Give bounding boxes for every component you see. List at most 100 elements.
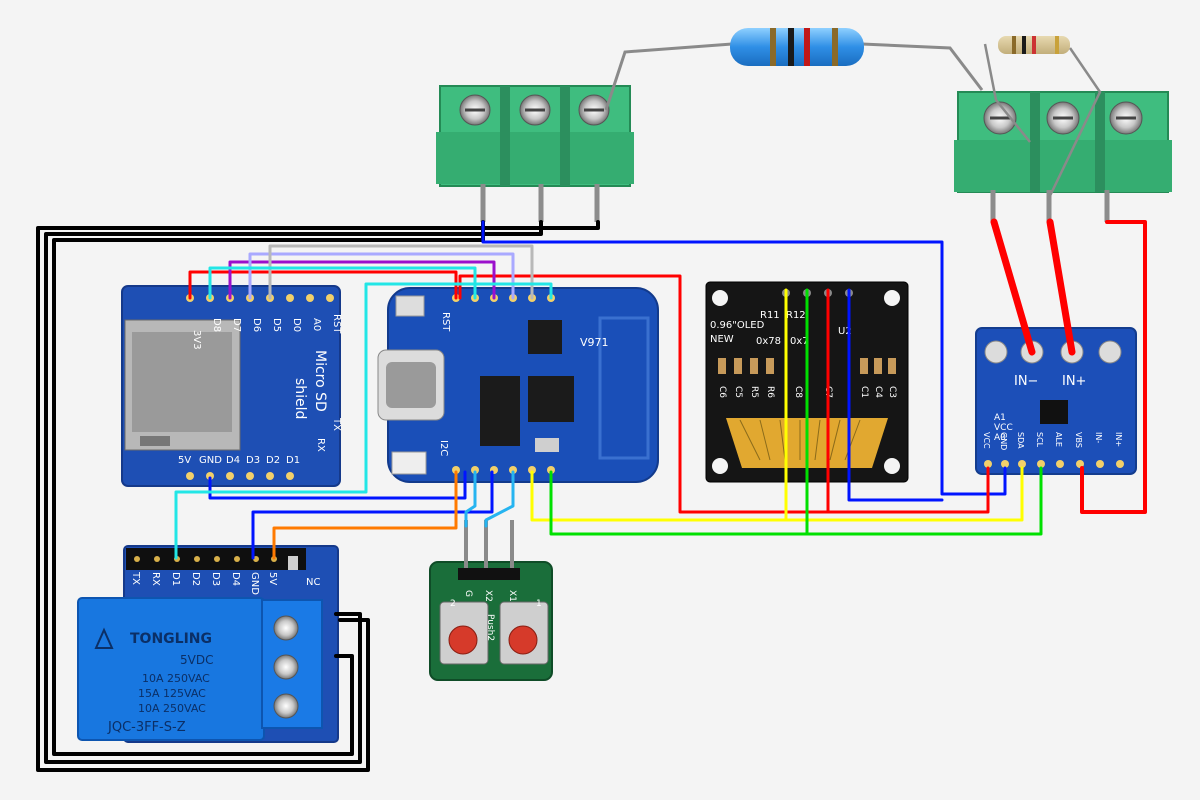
mcu-board: RST I2C V971: [377, 287, 659, 483]
wire-yellow: [530, 466, 1024, 522]
wire-black: [44, 220, 543, 764]
oled-cap-label: R5: [749, 386, 759, 398]
ina-pin-label: VCC: [982, 432, 991, 449]
wire-blue: [208, 470, 467, 500]
terminal-block-left: [436, 85, 634, 222]
relay-cube: TONGLING 5VDC 10A 250VAC 15A 125VAC 10A …: [77, 597, 265, 741]
ina-addr-label: A0: [994, 433, 1006, 443]
wire-blue: [847, 288, 944, 502]
relay-shield-pin-label: D1: [170, 572, 181, 586]
oled-top-label: U2: [838, 326, 852, 337]
terminal-block-right: [954, 91, 1172, 222]
ina-current-module: IN− IN+ A1 VCC A0 VCC GND SDA SCL ALE VB…: [975, 327, 1137, 475]
wire-cyan: [174, 282, 553, 560]
oled-top-label: R12: [786, 310, 806, 321]
oled-cap-label: C1: [859, 386, 869, 398]
oled-cap-label: C5: [733, 386, 743, 398]
wire-lightblue: [464, 470, 477, 528]
mcu-i2c-label: I2C: [438, 440, 449, 456]
relay-shield-pin-label: RX: [150, 572, 161, 586]
wire-gray: [268, 244, 534, 300]
resistor-small: [983, 36, 1102, 201]
sd-bottom-pin-label: 5V: [178, 455, 191, 466]
wire-lightblue: [484, 470, 515, 528]
sd-bottom-pin-label: D1: [286, 455, 300, 466]
sd-title-line1: Micro SD: [312, 350, 328, 412]
relay-rating-2: 15A 125VAC: [138, 687, 206, 700]
mcu-version-label: V971: [580, 336, 609, 349]
wire-black: [36, 220, 600, 772]
wire-green: [549, 466, 1043, 536]
relay-screw-terminal: [261, 599, 323, 729]
oled-model-label: 0.96"OLED: [710, 320, 765, 331]
relay-shield-pin-label: GND: [249, 572, 260, 595]
ina-pin-label: IN+: [1114, 432, 1123, 447]
sd-top-pin-label: 3V3: [191, 330, 202, 350]
mcu-rst-label: RST: [440, 312, 451, 332]
sd-bottom-pin-label: D3: [246, 455, 260, 466]
sd-top-pin-label: D0: [291, 318, 302, 332]
relay-shield-pin-label: 5V: [267, 572, 278, 585]
button-board: G X2 X1 Push2 2 1: [429, 520, 553, 681]
sd-right-pin-label: TX: [331, 417, 342, 431]
relay-nc-label: NC: [306, 577, 320, 588]
sd-top-pin-label: D6: [251, 318, 262, 332]
relay-brand-label: TONGLING: [130, 631, 212, 647]
sd-top-pin-label: RST: [331, 314, 342, 334]
oled-cap-label: C3: [887, 386, 897, 398]
ina-pin-label: ALE: [1054, 432, 1063, 447]
relay-shield-pin-label: TX: [130, 571, 141, 585]
button-num-label: 2: [450, 599, 456, 609]
button-num-label: 1: [536, 599, 542, 609]
button-board-label: Push2: [485, 614, 495, 641]
sd-top-pin-label: D5: [271, 318, 282, 332]
oled-cap-label: C6: [717, 386, 727, 398]
ina-addr-label: A1: [994, 413, 1006, 423]
oled-cap-label: C4: [873, 386, 883, 398]
oled-cap-label: C8: [793, 386, 803, 398]
button-pin-label: X1: [507, 590, 517, 602]
sd-title-line2: shield: [292, 378, 308, 419]
resistor-large: [604, 28, 984, 111]
ina-pin-label: GND: [999, 432, 1008, 450]
micro-sd-shield: 3V3 D8 D7 D6 D5 D0 A0 RST Micro SD shiel…: [121, 285, 342, 487]
ina-pin-label: SDA: [1016, 432, 1025, 449]
wire-orange: [272, 470, 458, 560]
relay-shield: TX RX D1 D2 D3 D4 GND 5V NC TONGLING 5VD…: [77, 545, 339, 743]
sd-top-pin-label: A0: [311, 318, 322, 331]
sd-bottom-pin-label: D2: [266, 455, 280, 466]
wire-blue: [251, 470, 494, 560]
sd-top-pin-label: D8: [211, 318, 222, 332]
sd-top-pin-label: D7: [231, 318, 242, 332]
ina-in-plus-label: IN+: [1062, 374, 1086, 389]
button-pin-label: G: [463, 590, 473, 597]
relay-shield-pin-label: D4: [230, 572, 241, 586]
ina-pin-label: SCL: [1035, 432, 1044, 448]
relay-rating-3: 10A 250VAC: [138, 702, 206, 715]
oled-new-label: NEW: [710, 334, 734, 345]
relay-rating-1: 10A 250VAC: [142, 672, 210, 685]
button-pin-label: X2: [483, 590, 493, 602]
relay-shield-pin-label: D3: [210, 572, 221, 586]
wire-red: [458, 274, 990, 514]
sd-bottom-pin-label: D4: [226, 455, 240, 466]
ina-addr-label: VCC: [994, 423, 1013, 433]
sd-right-pin-label: RX: [315, 438, 326, 452]
wire-red: [1080, 220, 1147, 514]
wires: [36, 218, 1147, 772]
relay-shield-pin-label: D2: [190, 572, 201, 586]
ina-pin-label: IN-: [1094, 432, 1103, 443]
oled-hex-label-2: 0x7: [790, 336, 809, 347]
wire-lavender: [248, 252, 515, 300]
oled-cap-label: R6: [765, 386, 775, 398]
relay-logo-icon: [94, 627, 114, 649]
sd-bottom-pin-label: GND: [199, 455, 222, 466]
wire-blue: [481, 220, 1007, 496]
relay-model-label: JQC-3FF-S-Z: [107, 720, 186, 735]
ina-in-minus-label: IN−: [1014, 374, 1038, 389]
wire-red-thick: [1046, 218, 1076, 356]
relay-voltage-label: 5VDC: [180, 653, 213, 667]
wire-red-thick: [990, 218, 1036, 356]
ina-pin-label: VBS: [1074, 432, 1083, 448]
